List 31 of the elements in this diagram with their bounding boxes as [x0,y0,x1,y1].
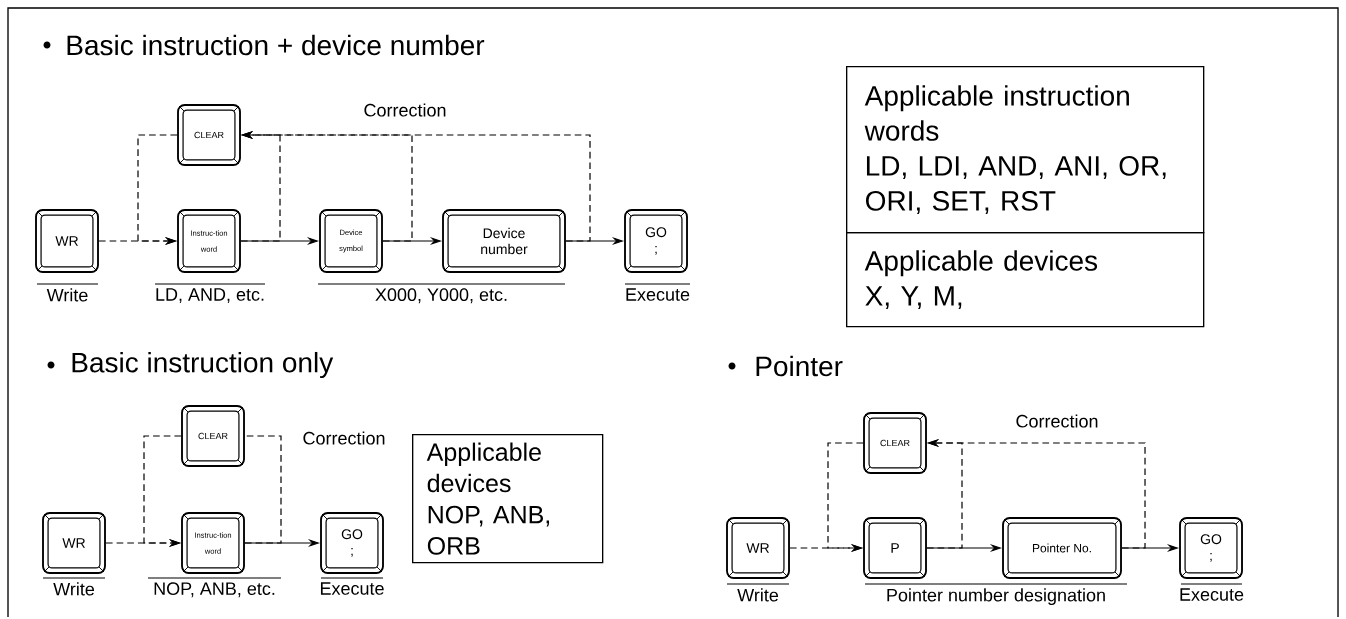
key-label: Write [53,582,95,596]
text-box: Applicable instruction words LD, LDI, AND, ANI, OR, ORI, SET, RST [846,66,1205,234]
key: GO ; [1179,517,1243,579]
key-label: Execute [320,582,384,595]
key: CLEAR [863,412,927,474]
text-box: Applicable devices NOP, ANB, ORB [412,434,604,564]
key-label: Write [46,288,88,302]
key: Pointer No. [1002,517,1122,579]
caption: X000, Y000, etc. [375,288,507,304]
correction-label: Correction [1016,414,1098,428]
key: GO ; [624,209,688,273]
key-label: Execute [626,288,690,301]
key: CLEAR [177,104,241,166]
correction-label: Correction [364,103,446,117]
section-heading: Basic instruction only [72,351,334,379]
caption: Pointer number designation [887,588,1105,606]
key-label: Write [737,588,779,602]
key-label: NOP, ANB, etc. [154,582,275,598]
key: WR [42,512,106,574]
key: WR [35,209,99,273]
key: GO ; [320,512,384,574]
key: Device number [442,209,566,273]
key: CLEAR [181,405,245,467]
correction-label: Correction [303,431,385,445]
section-heading: Pointer [756,355,843,377]
key: P [863,517,927,579]
key-label: Execute [1180,588,1244,601]
key: WR [726,517,790,579]
section-heading: Basic instruction + device number [67,34,485,56]
key-label: LD, AND, etc. [156,288,264,303]
text-box: Applicable devices X, Y, M, [846,232,1205,328]
